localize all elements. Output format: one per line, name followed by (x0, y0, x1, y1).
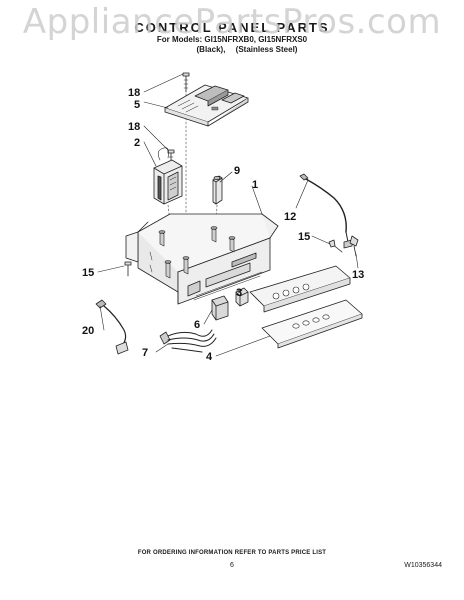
clip-icon (349, 235, 359, 257)
callout-5: 5 (134, 99, 140, 111)
harness-icon (299, 173, 353, 249)
callout-20: 20 (82, 325, 94, 337)
harness-icon (159, 329, 217, 353)
control-housing (125, 213, 279, 305)
callout-12: 12 (284, 211, 296, 223)
switch-board-icon (211, 295, 229, 321)
screw-icon (328, 239, 343, 253)
harness-icon (95, 299, 129, 355)
transformer-icon (153, 147, 183, 205)
model-list: For Models: GI15NFRXB0, GI15NFRXS0 (156, 35, 308, 44)
variant-black: (Black), (196, 45, 226, 54)
document-number: W10356344 (404, 562, 442, 569)
model-variants: (Black), (Stainless Steel) (0, 45, 464, 54)
switch-icon (235, 287, 249, 307)
callout-15-right: 15 (298, 231, 310, 243)
callout-7: 7 (142, 347, 148, 359)
circuit-board-icon (164, 84, 249, 127)
callout-4: 4 (206, 351, 213, 363)
callout-6: 6 (194, 319, 200, 331)
callout-15-left: 15 (82, 267, 94, 279)
callout-18-left: 18 (128, 121, 140, 133)
ordering-note: FOR ORDERING INFORMATION REFER TO PARTS … (137, 550, 327, 556)
screw-icon (124, 261, 132, 277)
callout-13: 13 (352, 269, 364, 281)
control-overlay (261, 299, 363, 349)
screw-icon (182, 72, 190, 93)
callout-1: 1 (252, 179, 258, 191)
page-title: CONTROL PANEL PARTS (134, 20, 330, 35)
bracket-icon (212, 175, 223, 205)
variant-stainless: (Stainless Steel) (235, 45, 298, 54)
callout-2: 2 (134, 137, 140, 149)
callout-18-top: 18 (128, 87, 140, 99)
page-number: 6 (230, 562, 234, 569)
callout-9: 9 (234, 165, 240, 177)
callout-3: 3 (236, 287, 242, 299)
button-panel (249, 265, 351, 313)
